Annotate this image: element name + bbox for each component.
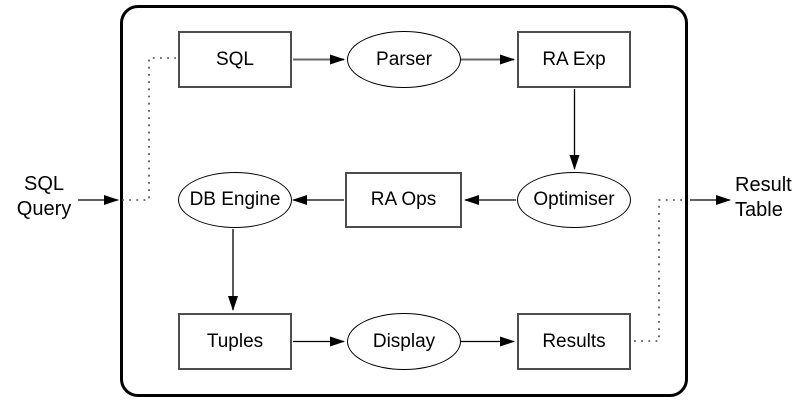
- dotted-path-results-to-output: [634, 199, 686, 342]
- node-tuples: Tuples: [178, 313, 292, 370]
- node-parser: Parser: [347, 31, 461, 88]
- node-ra-ops: RA Ops: [345, 172, 462, 228]
- input-label-line2: Query: [16, 198, 72, 220]
- node-db-engine: DB Engine: [178, 172, 292, 228]
- system-boundary-box: [120, 5, 688, 397]
- output-label-line1: Result: [735, 174, 792, 196]
- node-display: Display: [347, 313, 461, 370]
- node-sql: SQL: [178, 31, 292, 88]
- input-label-sql-query: SQL Query: [8, 172, 80, 222]
- input-label-line1: SQL: [23, 173, 65, 195]
- output-label-result-table: Result Table: [735, 173, 792, 223]
- node-ra-exp: RA Exp: [517, 31, 631, 88]
- dotted-path-input-to-sql: [122, 57, 176, 201]
- node-optimiser: Optimiser: [517, 172, 631, 228]
- node-results: Results: [517, 313, 631, 370]
- output-label-line2: Table: [735, 199, 783, 221]
